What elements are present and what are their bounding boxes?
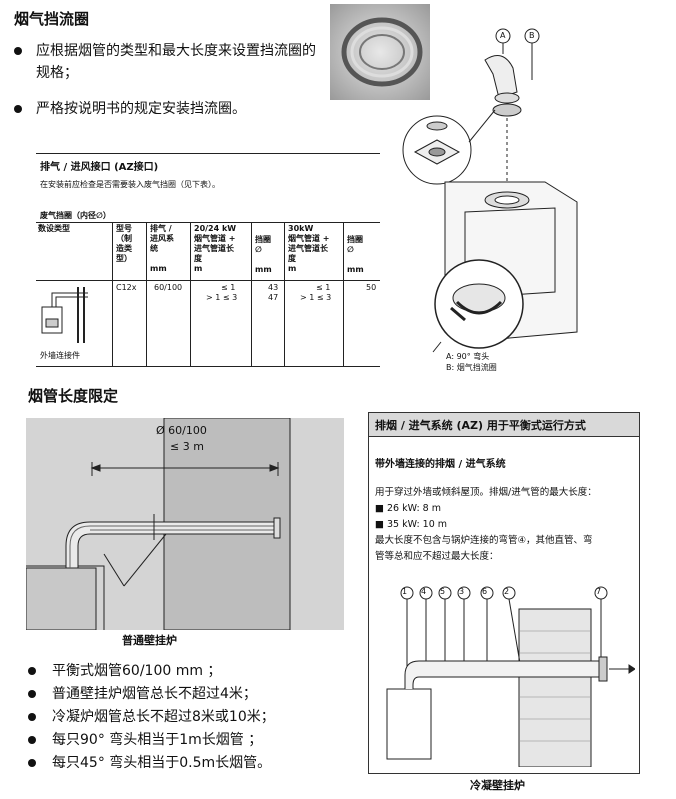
elbow-baffle-diagram bbox=[395, 2, 595, 372]
callout-4: 4 bbox=[421, 587, 427, 596]
cell-model: C12x bbox=[116, 283, 137, 292]
col-header-type: 数设类型 bbox=[38, 224, 70, 233]
cell-20kw-b: > 1 ≤ 3 bbox=[206, 293, 238, 302]
cell-ring1-b: 47 bbox=[268, 293, 279, 302]
spec-subheading: 废气挡圈（内径∅） bbox=[40, 211, 111, 220]
section2-bullet-2: 普通壁挂炉烟管总长不超过4米； bbox=[28, 683, 358, 706]
callout-5: 5 bbox=[440, 587, 446, 596]
wall-connection-label: 外墙连接件 bbox=[40, 351, 80, 360]
section2-bullet-4: 每只90° 弯头相当于1m长烟管 ； bbox=[28, 729, 358, 752]
section2-title: 烟管长度限定 bbox=[28, 387, 119, 405]
standard-boiler-caption: 普通壁挂炉 bbox=[122, 634, 177, 647]
dim-diameter: Ø 60/100 bbox=[156, 424, 207, 437]
section2-bullets: 平衡式烟管60/100 mm ； 普通壁挂炉烟管总长不超过4米； 冷凝炉烟管总长… bbox=[28, 660, 358, 775]
standard-boiler-diagram: Ø 60/100 ≤ 3 m bbox=[25, 417, 344, 631]
callout-3: 3 bbox=[459, 587, 465, 596]
col-header-model: 型号（制 造类型） bbox=[116, 224, 132, 263]
col-header-ring1: 挡圈∅ mm bbox=[255, 235, 272, 274]
section1-title: 烟气挡流圈 bbox=[14, 10, 90, 28]
callout-1: 1 bbox=[402, 587, 408, 596]
condensing-caption: 冷凝壁挂炉 bbox=[470, 779, 525, 792]
bullet-dot bbox=[14, 47, 22, 55]
col-header-ring2: 挡圈∅ mm bbox=[347, 235, 364, 274]
section2-bullet-1: 平衡式烟管60/100 mm ； bbox=[28, 660, 358, 683]
cell-30kw-a: ≤ 1 bbox=[316, 283, 331, 292]
cell-exhaust: 60/100 bbox=[154, 283, 183, 292]
table-header-rule bbox=[36, 222, 380, 223]
condensing-diagram bbox=[386, 586, 635, 767]
section2-bullet-5: 每只45° 弯头相当于0.5m长烟管。 bbox=[28, 752, 358, 775]
cell-30kw-b: > 1 ≤ 3 bbox=[300, 293, 332, 302]
cell-20kw-a: ≤ 1 bbox=[221, 283, 236, 292]
dim-length: ≤ 3 m bbox=[170, 440, 204, 453]
cell-ring1-a: 43 bbox=[268, 283, 279, 292]
panel-header: 排烟 / 进气系统 (AZ) 用于平衡式运行方式 bbox=[369, 413, 639, 437]
diagram1-legend: A: 90° 弯头 B: 烟气挡流圈 bbox=[446, 352, 497, 372]
cell-ring2-a: 50 bbox=[366, 283, 377, 292]
spec-note: 在安装前应检查是否需要装入废气挡圈（见下表）。 bbox=[40, 180, 220, 189]
col-header-exhaust: 排气 /进风系 统 mm bbox=[150, 224, 174, 273]
section1-bullet-1: 应根据烟管的类型和最大长度来设置挡流圈的规格； bbox=[14, 40, 324, 84]
condensing-panel: 排烟 / 进气系统 (AZ) 用于平衡式运行方式 带外墙连接的排烟 / 进气系统… bbox=[368, 412, 640, 774]
section1-bullet-2: 严格按说明书的规定安装挡流圈。 bbox=[14, 98, 324, 120]
bullet-dot bbox=[14, 105, 22, 113]
panel-text: 用于穿过外墙或倾斜屋顶。排烟/进气管的最大长度： ■ 26 kW: 8 m ■ … bbox=[375, 487, 597, 562]
wall-connection-sketch bbox=[41, 287, 88, 343]
callout-a-label: A bbox=[500, 31, 506, 40]
spec-heading: 排气 / 进风接口 (AZ接口) bbox=[40, 162, 159, 173]
callout-2: 2 bbox=[504, 587, 510, 596]
panel-subtitle: 带外墙连接的排烟 / 进气系统 bbox=[375, 459, 506, 470]
table-top-rule bbox=[36, 153, 380, 154]
callout-6: 6 bbox=[482, 587, 488, 596]
baffle-ring-photo bbox=[330, 4, 430, 100]
section2-bullet-3: 冷凝炉烟管总长不超过8米或10米； bbox=[28, 706, 358, 729]
callout-7: 7 bbox=[596, 587, 602, 596]
callout-b-label: B bbox=[529, 31, 535, 40]
